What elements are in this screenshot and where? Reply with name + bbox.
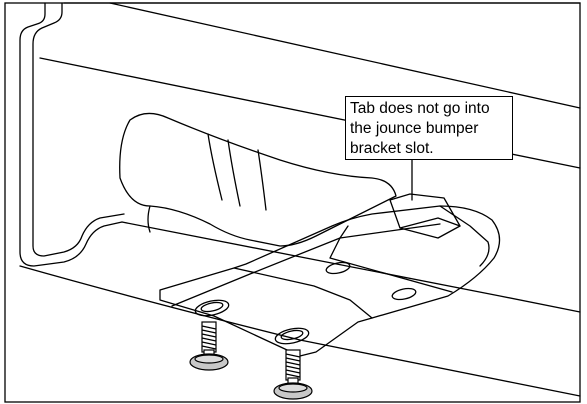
bracket-rib-3 xyxy=(257,149,267,211)
mounting-plate xyxy=(159,205,501,357)
bracket-rib-1 xyxy=(207,133,223,201)
rail-bottom-line xyxy=(19,265,581,397)
plate-slot-right xyxy=(274,327,310,345)
jounce-bumper-bracket xyxy=(119,112,397,247)
frame-rail-outline xyxy=(19,2,123,267)
figure-frame xyxy=(4,2,581,403)
bolt-right xyxy=(273,349,313,400)
frame-rail-inner xyxy=(32,2,125,257)
callout-line-2: the jounce bumper xyxy=(350,120,479,137)
callout-line-3: bracket slot. xyxy=(350,140,434,157)
plate-slot-left xyxy=(194,299,230,317)
bolt-left xyxy=(189,321,229,371)
plate-hole-1 xyxy=(325,261,351,275)
plate-slot-right-inner xyxy=(280,329,304,341)
plate-hole-2 xyxy=(391,287,417,301)
tab-fold-line xyxy=(399,217,461,229)
rail-lower-line xyxy=(121,221,581,313)
plate-step-line xyxy=(233,267,373,319)
plate-slot-left-inner xyxy=(200,301,224,313)
bracket-edge xyxy=(147,205,151,233)
bracket-rib-2 xyxy=(227,139,241,207)
callout-note: Tab does not go into the jounce bumper b… xyxy=(345,96,513,160)
plate-flange-line xyxy=(171,223,441,307)
plate-bend xyxy=(439,205,490,267)
plate-inner-edge xyxy=(329,225,453,293)
callout-line-1: Tab does not go into xyxy=(350,100,490,117)
jounce-bumper-slot xyxy=(389,193,461,239)
rail-upper-line xyxy=(109,2,581,109)
